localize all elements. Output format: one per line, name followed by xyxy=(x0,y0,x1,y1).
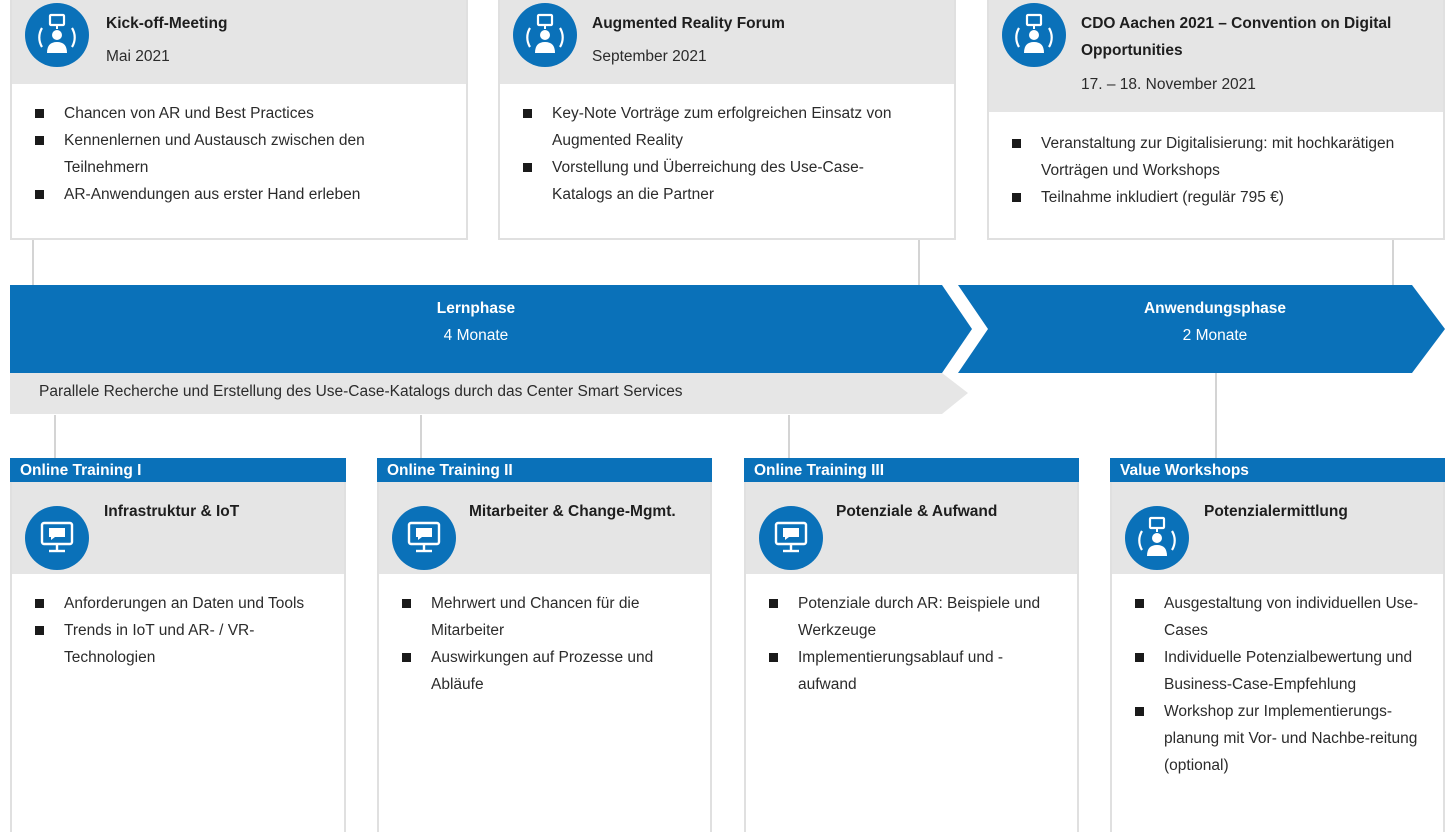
training-title: Infrastruktur & IoT xyxy=(104,503,240,520)
person-presentation-icon xyxy=(1125,506,1189,570)
monitor-chat-icon xyxy=(25,506,89,570)
lernphase-arrow xyxy=(10,285,972,373)
connector-line xyxy=(420,415,422,458)
training-card-2: Online Training II Mitarbeiter & Change-… xyxy=(377,458,712,832)
list-item: Key-Note Vorträge zum erfolgreichen Eins… xyxy=(514,100,924,154)
list-item: Ausgestaltung von individuellen Use-Case… xyxy=(1126,590,1436,644)
connector-line xyxy=(788,415,790,458)
phase-duration: 4 Monate xyxy=(443,327,509,344)
training-bullet-list: Potenziale durch AR: Beispiele und Werkz… xyxy=(760,590,1060,698)
list-item: Kennenlernen und Austausch zwischen den … xyxy=(26,127,426,181)
training-title: Potenziale & Aufwand xyxy=(836,503,998,520)
training-label: Online Training III xyxy=(744,458,1079,482)
connector-line xyxy=(918,240,920,286)
training-card-3: Online Training III Potenziale & Aufwand… xyxy=(744,458,1079,832)
phase-arrows xyxy=(10,285,1445,414)
list-item: Individuelle Potenzialbewertung und Busi… xyxy=(1126,644,1436,698)
training-card-4: Value Workshops Potenzialermittlung Ausg… xyxy=(1110,458,1445,832)
training-card-1: Online Training I Infrastruktur & IoT An… xyxy=(10,458,346,832)
connector-line xyxy=(32,240,34,286)
phase-title: Lernphase xyxy=(436,300,516,317)
list-item: Teilnahme inkludiert (regulär 795 €) xyxy=(1003,184,1413,211)
event-date: September 2021 xyxy=(592,48,707,65)
list-item: Mehrwert und Chancen für die Mitarbeiter xyxy=(393,590,693,644)
list-item: Chancen von AR und Best Practices xyxy=(26,100,426,127)
phase-anwendungsphase: Anwendungsphase 2 Monate xyxy=(985,300,1445,345)
list-item: AR-Anwendungen aus erster Hand erleben xyxy=(26,181,426,208)
list-item: Trends in IoT und AR- / VR-Technologien xyxy=(26,617,326,671)
event-date: 17. – 18. November 2021 xyxy=(1081,76,1256,93)
person-presentation-icon xyxy=(513,3,577,67)
person-presentation-icon xyxy=(1002,3,1066,67)
training-label: Online Training I xyxy=(10,458,346,482)
phase-duration: 2 Monate xyxy=(1182,327,1248,344)
phase-title: Anwendungsphase xyxy=(1143,300,1287,317)
training-label: Value Workshops xyxy=(1110,458,1445,482)
event-title: Augmented Reality Forum xyxy=(592,15,785,32)
connector-line xyxy=(1215,372,1217,458)
person-presentation-icon xyxy=(25,3,89,67)
training-bullet-list: Ausgestaltung von individuellen Use-Case… xyxy=(1126,590,1436,779)
list-item: Implementierungsablauf und -aufwand xyxy=(760,644,1060,698)
event-bullet-list: Chancen von AR und Best Practices Kennen… xyxy=(26,100,426,208)
list-item: Veranstaltung zur Digitalisierung: mit h… xyxy=(1003,130,1413,184)
list-item: Auswirkungen auf Prozesse und Abläufe xyxy=(393,644,693,698)
list-item: Workshop zur Implementierungs-planung mi… xyxy=(1126,698,1436,779)
training-title: Mitarbeiter & Change-Mgmt. xyxy=(469,503,676,520)
event-bullet-list: Key-Note Vorträge zum erfolgreichen Eins… xyxy=(514,100,924,208)
training-label: Online Training II xyxy=(377,458,712,482)
training-bullet-list: Anforderungen an Daten und Tools Trends … xyxy=(26,590,326,671)
monitor-chat-icon xyxy=(392,506,456,570)
phase-lernphase: Lernphase 4 Monate xyxy=(10,300,942,345)
parallel-research-text: Parallele Recherche und Erstellung des U… xyxy=(39,383,683,400)
connector-line xyxy=(1392,240,1394,286)
list-item: Potenziale durch AR: Beispiele und Werkz… xyxy=(760,590,1060,644)
training-bullet-list: Mehrwert und Chancen für die Mitarbeiter… xyxy=(393,590,693,698)
list-item: Anforderungen an Daten und Tools xyxy=(26,590,326,617)
training-title: Potenzialermittlung xyxy=(1204,503,1348,520)
monitor-chat-icon xyxy=(759,506,823,570)
event-bullet-list: Veranstaltung zur Digitalisierung: mit h… xyxy=(1003,130,1413,211)
list-item: Vorstellung und Überreichung des Use-Cas… xyxy=(514,154,924,208)
parallel-arrow xyxy=(10,373,968,414)
anwendungsphase-arrow xyxy=(958,285,1445,373)
event-title: CDO Aachen 2021 – Convention on Digital … xyxy=(1081,15,1392,59)
event-card-kickoff: Kick-off-Meeting Mai 2021 Chancen von AR… xyxy=(10,0,468,240)
event-header xyxy=(989,0,1443,112)
event-card-cdo-aachen: CDO Aachen 2021 – Convention on Digital … xyxy=(987,0,1445,240)
event-date: Mai 2021 xyxy=(106,48,170,65)
event-title: Kick-off-Meeting xyxy=(106,15,228,32)
connector-line xyxy=(54,415,56,458)
event-card-ar-forum: Augmented Reality Forum September 2021 K… xyxy=(498,0,956,240)
